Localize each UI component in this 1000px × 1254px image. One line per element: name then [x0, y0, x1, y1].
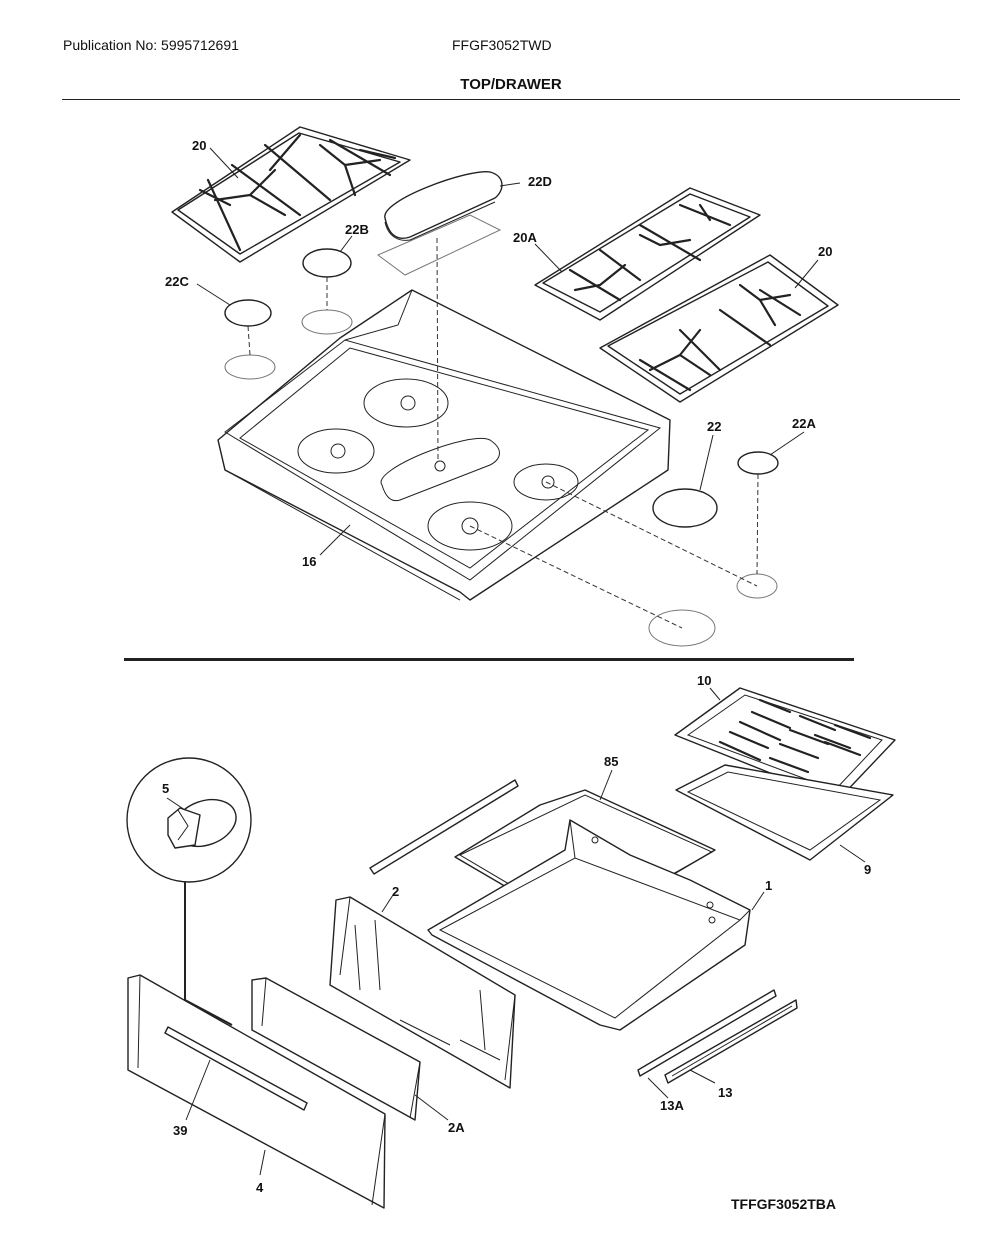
- drawer-body-1[interactable]: [427, 819, 751, 1031]
- grate-20a[interactable]: [534, 187, 761, 321]
- callout-22c: 22C: [165, 274, 189, 289]
- drawer-panel-2[interactable]: [329, 896, 516, 1089]
- burner-cap-22a[interactable]: [737, 451, 779, 475]
- burner-head-22c: [224, 354, 276, 380]
- callout-16: 16: [302, 554, 316, 569]
- publication-number: Publication No: 5995712691: [63, 37, 239, 53]
- drawer-front-4[interactable]: [127, 974, 386, 1209]
- callout-22b: 22B: [345, 222, 369, 237]
- callout-20a: 20A: [513, 230, 537, 245]
- callout-22d: 22D: [528, 174, 552, 189]
- callout-22: 22: [707, 419, 721, 434]
- callout-1: 1: [765, 878, 772, 893]
- header-rule: [62, 99, 960, 100]
- callout-22a: 22A: [792, 416, 816, 431]
- callout-85: 85: [604, 754, 618, 769]
- grate-right[interactable]: [599, 254, 839, 403]
- model-number: FFGF3052TWD: [452, 37, 552, 53]
- knob-detail-5[interactable]: [126, 757, 252, 883]
- callout-4: 4: [256, 1180, 264, 1195]
- burner-head-22b: [301, 309, 353, 335]
- slide-13a[interactable]: [637, 989, 777, 1077]
- cooktop-16[interactable]: [217, 289, 671, 601]
- callout-20-left: 20: [192, 138, 206, 153]
- broiler-pan-9[interactable]: [675, 764, 894, 861]
- grate-left[interactable]: [171, 126, 411, 263]
- callout-13a: 13A: [660, 1098, 684, 1113]
- burner-cap-22[interactable]: [652, 488, 718, 528]
- burner-cap-22c[interactable]: [224, 299, 272, 327]
- callout-10: 10: [697, 673, 711, 688]
- callout-9: 9: [864, 862, 871, 877]
- drawer-liner-2a[interactable]: [251, 977, 421, 1121]
- rail-left-upper[interactable]: [369, 779, 519, 875]
- burner-cap-22b[interactable]: [302, 248, 352, 278]
- callout-20-right: 20: [818, 244, 832, 259]
- diagram-code: TFFGF3052TBA: [731, 1196, 837, 1212]
- callout-5: 5: [162, 781, 169, 796]
- callout-39: 39: [173, 1123, 187, 1138]
- section-divider: [124, 658, 854, 661]
- callout-2a: 2A: [448, 1120, 465, 1135]
- callout-2: 2: [392, 884, 399, 899]
- page-title: TOP/DRAWER: [460, 76, 562, 93]
- burner-head-22: [648, 609, 716, 647]
- drawer-handle-39[interactable]: [164, 1026, 308, 1111]
- griddle-22d[interactable]: [377, 171, 503, 276]
- callout-13: 13: [718, 1085, 732, 1100]
